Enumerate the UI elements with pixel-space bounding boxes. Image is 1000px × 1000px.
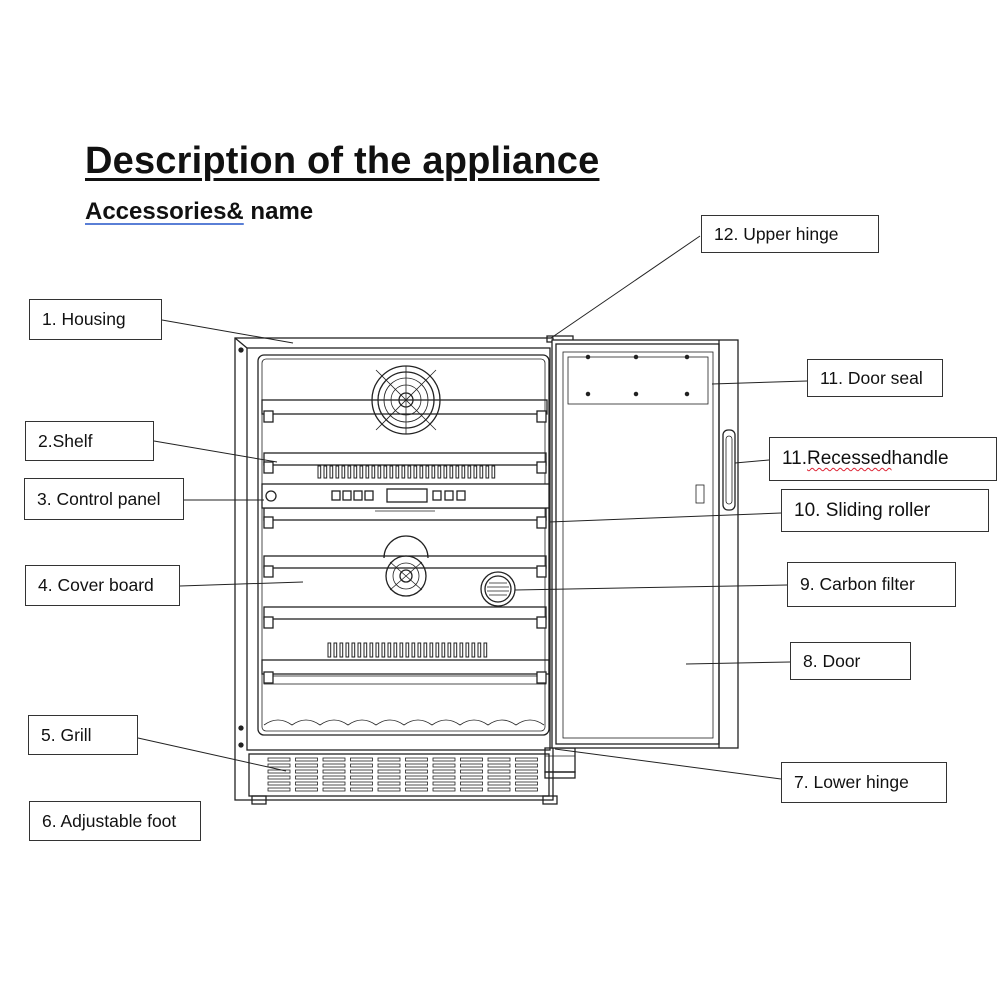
subtitle-accessories: Accessories& xyxy=(85,198,244,225)
top-evaporator-fins xyxy=(317,465,496,479)
leader-lines xyxy=(137,235,808,780)
subtitle-name: name xyxy=(243,198,314,225)
cabinet-housing xyxy=(234,337,554,801)
control-panel xyxy=(261,483,550,512)
lower-fan xyxy=(383,535,429,597)
carbon-filter xyxy=(480,571,516,607)
label-cover-board: 4. Cover board xyxy=(25,565,180,606)
label-grill: 5. Grill xyxy=(28,715,138,755)
lower-evaporator-fins xyxy=(327,642,488,658)
label-door-seal: 11. Door seal xyxy=(807,359,943,397)
label-sliding-roller: 10. Sliding roller xyxy=(781,489,989,532)
label-shelf: 2.Shelf xyxy=(25,421,154,461)
label-upper-hinge: 12. Upper hinge xyxy=(701,215,879,253)
label-carbon-filter: 9. Carbon filter xyxy=(787,562,956,607)
door xyxy=(551,339,739,749)
grill xyxy=(248,753,550,797)
recessed-handle-rest: handle xyxy=(891,448,949,469)
shelf-clips xyxy=(263,410,547,684)
bottom-scallops xyxy=(263,719,545,726)
adjustable-foot-left xyxy=(251,795,267,805)
label-control-panel: 3. Control panel xyxy=(24,478,184,520)
page-title: Description of the appliance xyxy=(85,140,600,182)
recessed-handle-word: Recessed xyxy=(807,448,892,469)
recessed-handle-number: 11. xyxy=(782,448,808,469)
page-subtitle: Accessories& name xyxy=(85,198,313,226)
label-lower-hinge: 7. Lower hinge xyxy=(781,762,947,803)
adjustable-foot-right xyxy=(542,795,558,805)
label-door: 8. Door xyxy=(790,642,911,680)
label-recessed-handle: 11. Recessed handle xyxy=(769,437,997,481)
label-adjustable-foot: 6. Adjustable foot xyxy=(29,801,201,841)
shelves xyxy=(261,399,550,685)
label-housing: 1. Housing xyxy=(29,299,162,340)
